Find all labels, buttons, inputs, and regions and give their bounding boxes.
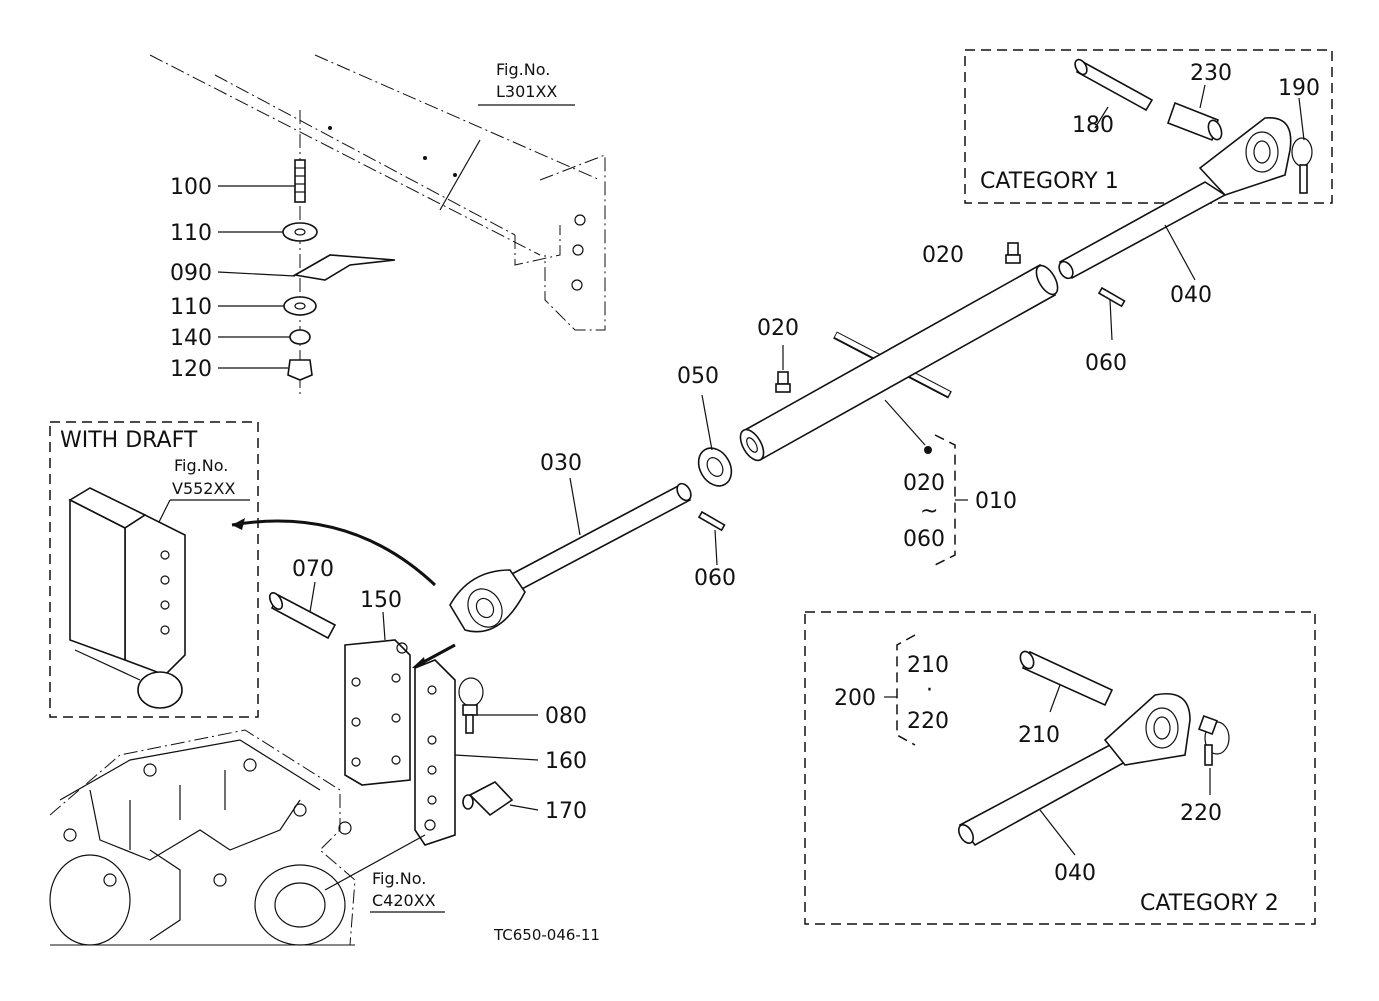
category-1-label: CATEGORY 1 (980, 169, 1119, 194)
group-dot (924, 446, 932, 454)
link-bracket-150 (344, 639, 411, 786)
threaded-end-040-lower (957, 693, 1191, 847)
part-label-200: 200 (834, 686, 876, 711)
fig-no-number-v552xx: V552XX (172, 479, 235, 498)
part-label-110-bottom: 110 (170, 295, 212, 320)
threaded-end-030 (449, 482, 692, 633)
bracket-090 (292, 254, 396, 281)
category-2-box (804, 611, 1316, 925)
part-label-060-lower: 060 (694, 566, 736, 591)
fig-no-label-l301xx: Fig.No. (496, 60, 550, 79)
leader-l301xx (439, 139, 481, 211)
group-010-to: 060 (903, 527, 945, 552)
draft-bracket (68, 487, 186, 709)
part-label-080: 080 (545, 704, 587, 729)
part-label-100: 100 (170, 175, 212, 200)
group-200-bracket (896, 634, 916, 746)
assembly-arrow-upper (231, 519, 437, 587)
part-label-210: 210 (1018, 723, 1060, 748)
part-label-050: 050 (677, 364, 719, 389)
part-label-060-upper: 060 (1085, 351, 1127, 376)
pin-210 (1019, 650, 1114, 707)
part-label-110-top: 110 (170, 221, 212, 246)
lynch-pin-080 (458, 677, 484, 734)
category-2-label: CATEGORY 2 (1140, 891, 1279, 916)
with-draft-label: WITH DRAFT (60, 428, 198, 453)
turnbuckle-body-010 (739, 263, 1059, 462)
pin-070 (268, 592, 337, 640)
group-010-sep: ~ (920, 499, 938, 524)
part-label-090: 090 (170, 261, 212, 286)
grease-fitting-020-lower (775, 371, 791, 393)
washer-110-bottom (283, 296, 317, 316)
part-label-020-lower: 020 (757, 316, 799, 341)
part-label-170: 170 (545, 799, 587, 824)
leader-lines-stack (217, 185, 296, 369)
part-label-150: 150 (360, 588, 402, 613)
part-label-160: 160 (545, 749, 587, 774)
group-200-to: 220 (907, 709, 949, 734)
lock-nut-050 (697, 447, 733, 487)
transmission-case (49, 729, 356, 946)
group-200-from: 210 (907, 653, 949, 678)
part-label-040-lower: 040 (1054, 861, 1096, 886)
part-label-030: 030 (540, 451, 582, 476)
link-bracket-160 (414, 659, 456, 846)
fig-no-label-v552xx: Fig.No. (174, 456, 228, 475)
group-200-sep: · (926, 678, 933, 703)
bushing-230 (1166, 101, 1219, 142)
part-label-040-upper: 040 (1170, 283, 1212, 308)
category-1-box (964, 49, 1333, 204)
threaded-end-040-upper (1058, 117, 1292, 280)
part-label-180: 180 (1072, 113, 1114, 138)
plug-170 (462, 781, 514, 817)
tractor-frame (149, 54, 606, 395)
part-label-070: 070 (292, 557, 334, 582)
part-label-190: 190 (1278, 76, 1320, 101)
pin-060-upper (1097, 286, 1126, 308)
part-label-140: 140 (170, 326, 212, 351)
part-label-010: 010 (975, 489, 1017, 514)
fig-no-label-c420xx: Fig.No. (372, 869, 426, 888)
washer-110-top (282, 222, 318, 242)
group-010-from: 020 (903, 471, 945, 496)
lynch-pin-220 (1198, 715, 1230, 766)
fig-no-number-l301xx: L301XX (496, 82, 557, 101)
spring-washer-140 (289, 329, 311, 345)
pin-060-lower (697, 510, 726, 532)
drawing-code: TC650-046-11 (493, 926, 600, 944)
part-label-120: 120 (170, 357, 212, 382)
grease-fitting-020-upper (1005, 242, 1021, 264)
with-draft-box (49, 421, 259, 718)
lynch-pin-190 (1291, 137, 1313, 167)
bolt-100 (294, 159, 306, 203)
pin-180 (1074, 58, 1154, 112)
part-label-220: 220 (1180, 801, 1222, 826)
nut-120 (287, 359, 313, 381)
part-label-230: 230 (1190, 61, 1232, 86)
fig-no-number-c420xx: C420XX (372, 891, 436, 910)
part-label-020-upper: 020 (922, 243, 964, 268)
